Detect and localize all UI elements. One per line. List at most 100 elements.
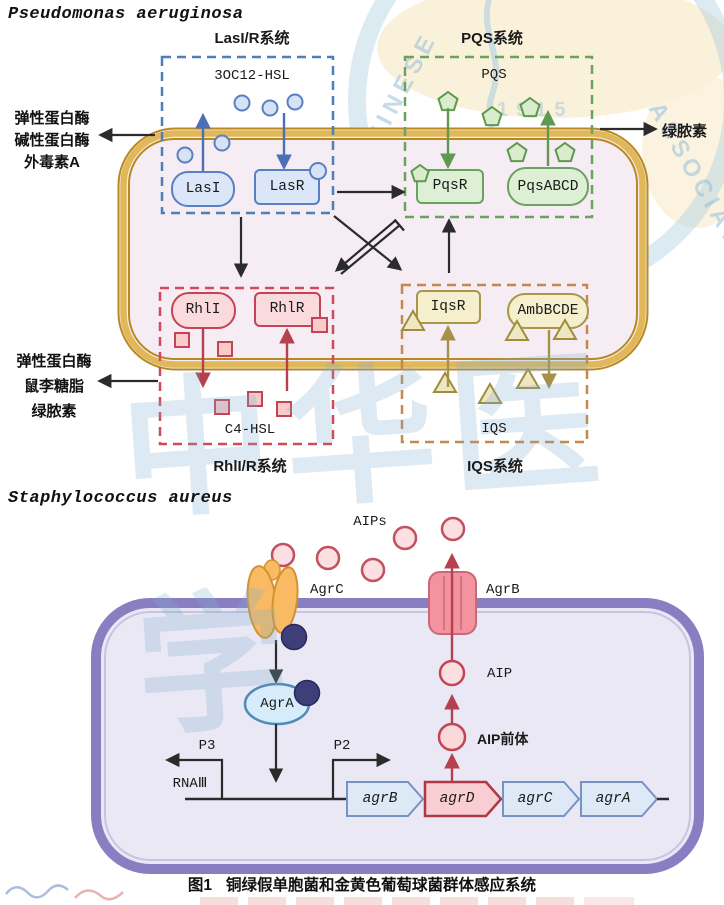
c4hsl-molecule: [276, 401, 292, 417]
agrD-gene-label: agrD: [439, 791, 475, 807]
agrD-gene-arrow: [423, 780, 503, 818]
p2-label: P2: [333, 738, 351, 754]
hsl-molecule: [233, 94, 251, 112]
inhibition-tbar: [393, 218, 405, 232]
aip-molecule: [440, 516, 466, 542]
las-signal-label: 3OC12-HSL: [214, 68, 290, 84]
sa-membrane-inner-line: [104, 611, 691, 861]
c4hsl-molecule: [214, 399, 230, 415]
agr-operon: [165, 752, 669, 818]
pa-membrane-band: [120, 130, 646, 368]
pqsabcd-label: PqsABCD: [517, 179, 579, 195]
scribble-red: [74, 889, 124, 901]
las-output-line1: 弹性蛋白酶: [14, 110, 90, 127]
rhl-output-line3: 绿脓素: [31, 403, 77, 420]
iqs-molecule: [432, 371, 458, 393]
stamp-remnants: [5, 884, 634, 905]
aip-precursor-molecule: [437, 722, 467, 752]
stamp-block: [488, 897, 526, 905]
pqsr-protein: [416, 169, 484, 204]
agrC-gene-arrow: [502, 781, 581, 817]
c4hsl-label: C4-HSL: [224, 422, 276, 438]
aip-precursor-label: AIP前体: [477, 731, 529, 747]
stamp-block: [440, 897, 478, 905]
p2-promoter-arrow: [331, 752, 391, 799]
watermark-map-blob: [377, 0, 724, 118]
iqs-system-label: IQS系统: [467, 458, 523, 475]
agrA-gene-arrow: [580, 781, 659, 817]
iqs-bound-to-iqsr: [400, 309, 426, 331]
stamp-block: [536, 897, 574, 905]
pqs-bound-to-pqsr: [410, 163, 430, 183]
aip-molecule: [315, 545, 341, 571]
agrc-label: AgrC: [310, 582, 344, 598]
pqs-system-box: [403, 55, 594, 219]
p3-label: P3: [198, 738, 216, 754]
iqs-system-box: [400, 283, 589, 444]
agrc-receptor: [246, 559, 308, 651]
agrc-kinase-domain: [280, 623, 308, 651]
stamp-block: [392, 897, 430, 905]
agrC-gene-label: agrC: [517, 791, 553, 807]
las-output-line3: 外毒素A: [24, 154, 80, 171]
ambbcde-protein: [507, 293, 589, 329]
pqs-molecule: [554, 141, 576, 163]
c4hsl-molecule: [247, 391, 263, 407]
sa-title: Staphylococcus aureus: [8, 489, 233, 508]
rnaiii-label: RNAⅢ: [172, 776, 208, 792]
pqs-molecule: [519, 96, 541, 118]
stamp-block: [200, 897, 238, 905]
watermark-map-blob-2: [642, 72, 724, 228]
pqs-system-label: PQS系统: [461, 30, 523, 47]
figure-title: 铜绿假单胞菌和金黄色葡萄球菌群体感应系统: [226, 877, 537, 894]
rhl-system-label: RhlI/R系统: [213, 458, 287, 475]
pa-inner-membrane: [128, 138, 638, 360]
agrA-gene-label: agrA: [595, 791, 631, 807]
iqs-molecule: [552, 318, 578, 340]
c4hsl-molecule: [217, 341, 233, 357]
rhlr-inhibits-pqsr-line: [340, 224, 401, 275]
lasr-label: LasR: [269, 179, 305, 195]
rhli-label: RhlI: [185, 302, 221, 318]
las-system-box: [160, 55, 335, 215]
pyocyanin-label: 绿脓素: [662, 123, 708, 140]
rhlr-label: RhlR: [269, 301, 305, 317]
pqs-molecule: [506, 141, 528, 163]
c4hsl-bound-to-rhlr: [311, 317, 328, 333]
aip-molecule: [360, 557, 386, 583]
iqs-molecule: [504, 319, 530, 341]
stamp-block: [296, 897, 334, 905]
rhl-system: [171, 292, 328, 417]
hsl-molecule: [176, 146, 194, 164]
hsl-molecule: [261, 99, 279, 117]
las-system-label: LasI/R系统: [214, 30, 290, 47]
lasi-protein: [171, 171, 235, 207]
agrB-gene-label: agrB: [362, 791, 398, 807]
las-system: [171, 93, 327, 207]
lasr-protein: [254, 169, 320, 205]
aip-molecule-inner: [438, 659, 466, 687]
aip-molecules: [270, 516, 466, 583]
aip-molecule: [392, 525, 418, 551]
agrb-label: AgrB: [486, 582, 520, 598]
c4hsl-molecule: [174, 332, 190, 348]
stamp-block: [248, 897, 286, 905]
scribble-blue: [5, 884, 69, 899]
phosphate-group: [293, 679, 321, 707]
pqsr-to-rhlr-arrow: [334, 219, 397, 272]
pqs-molecule: [481, 105, 503, 127]
agrB-gene-arrow: [346, 781, 425, 817]
aip-molecule: [270, 542, 296, 568]
sa-membrane: [91, 598, 704, 874]
aip-maturation: [437, 552, 467, 782]
pa-title: Pseudomonas aeruginosa: [8, 5, 244, 24]
rhl-output-line2: 鼠李糖脂: [23, 378, 84, 395]
pqsr-label: PqsR: [432, 178, 468, 194]
pqsabcd-protein: [507, 167, 589, 206]
sa-cell: [91, 598, 704, 874]
iqs-molecule: [477, 382, 503, 404]
las-output-line2: 碱性蛋白酶: [14, 132, 90, 149]
iqsr-label: IqsR: [430, 299, 466, 315]
